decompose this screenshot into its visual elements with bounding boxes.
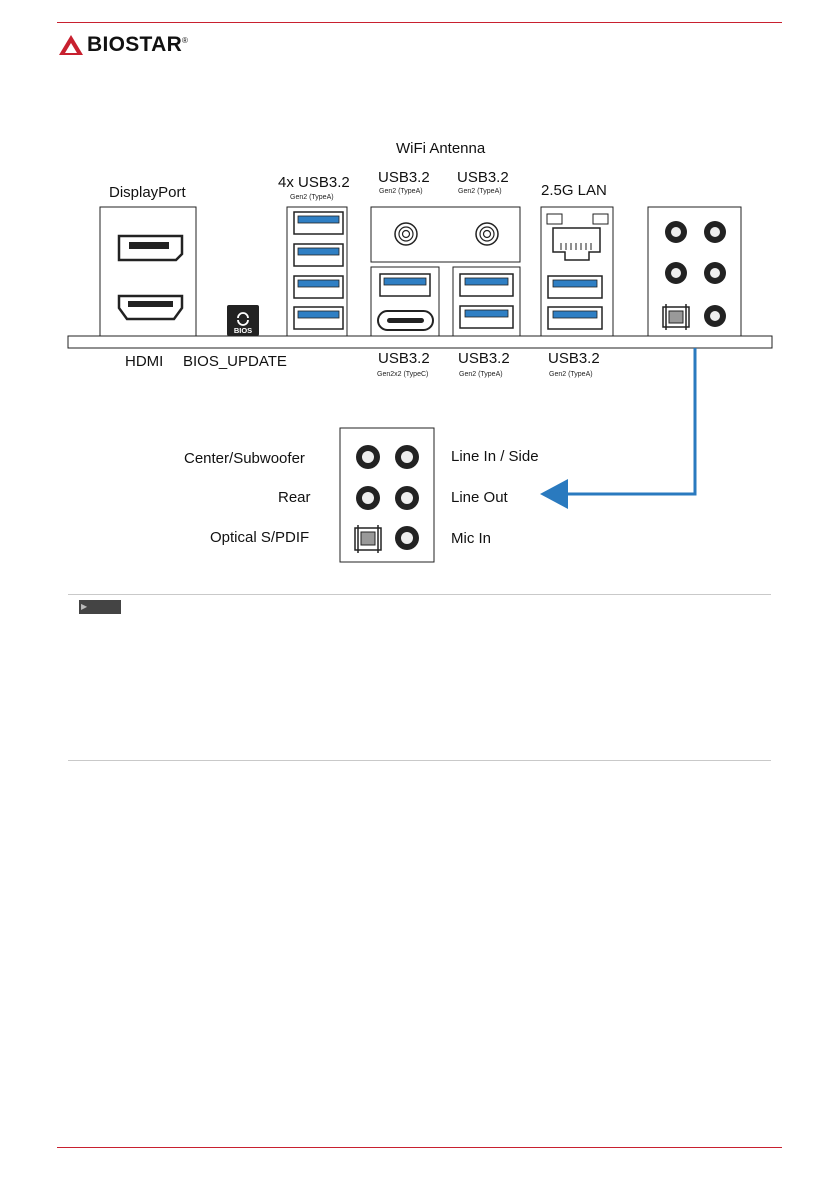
audio-enlarged-block [340,428,434,562]
usb-bot-2-sub: Gen2 (TypeA) [459,371,503,378]
hdmi-label: HDMI [125,353,163,370]
usb-bot-2-label: USB3.2 [458,350,510,367]
footer-rule [57,1147,782,1148]
usb-bot-3-label: USB3.2 [548,350,600,367]
optical-spdif-label: Optical S/PDIF [210,529,309,546]
usb-bot-1-label: USB3.2 [378,350,430,367]
svg-text:BIOS: BIOS [234,326,252,335]
rear-io-diagram: BIOS [0,0,839,600]
line-in-side-label: Line In / Side [451,448,539,465]
mic-in-label: Mic In [451,530,491,547]
antenna-connector-1 [395,223,417,245]
bios-button-icon: BIOS [227,305,259,336]
displayport-icon [119,236,182,260]
note-bottom-rule [68,760,771,761]
usb-c-port-icon [378,311,433,330]
bios-update-label: BIOS_UPDATE [183,353,287,370]
line-out-label: Line Out [451,489,508,506]
audio-block [648,207,741,336]
usb-bot-3-sub: Gen2 (TypeA) [549,371,593,378]
play-icon: ▶ [81,602,87,611]
io-shield-strip [68,336,772,348]
note-top-rule [68,594,771,595]
note-tag: ▶ [79,600,121,614]
center-subwoofer-label: Center/Subwoofer [184,450,305,467]
usb-bot-1-sub: Gen2x2 (TypeC) [377,371,428,378]
hdmi-icon [119,296,182,319]
rear-label: Rear [278,489,311,506]
antenna-connector-2 [476,223,498,245]
